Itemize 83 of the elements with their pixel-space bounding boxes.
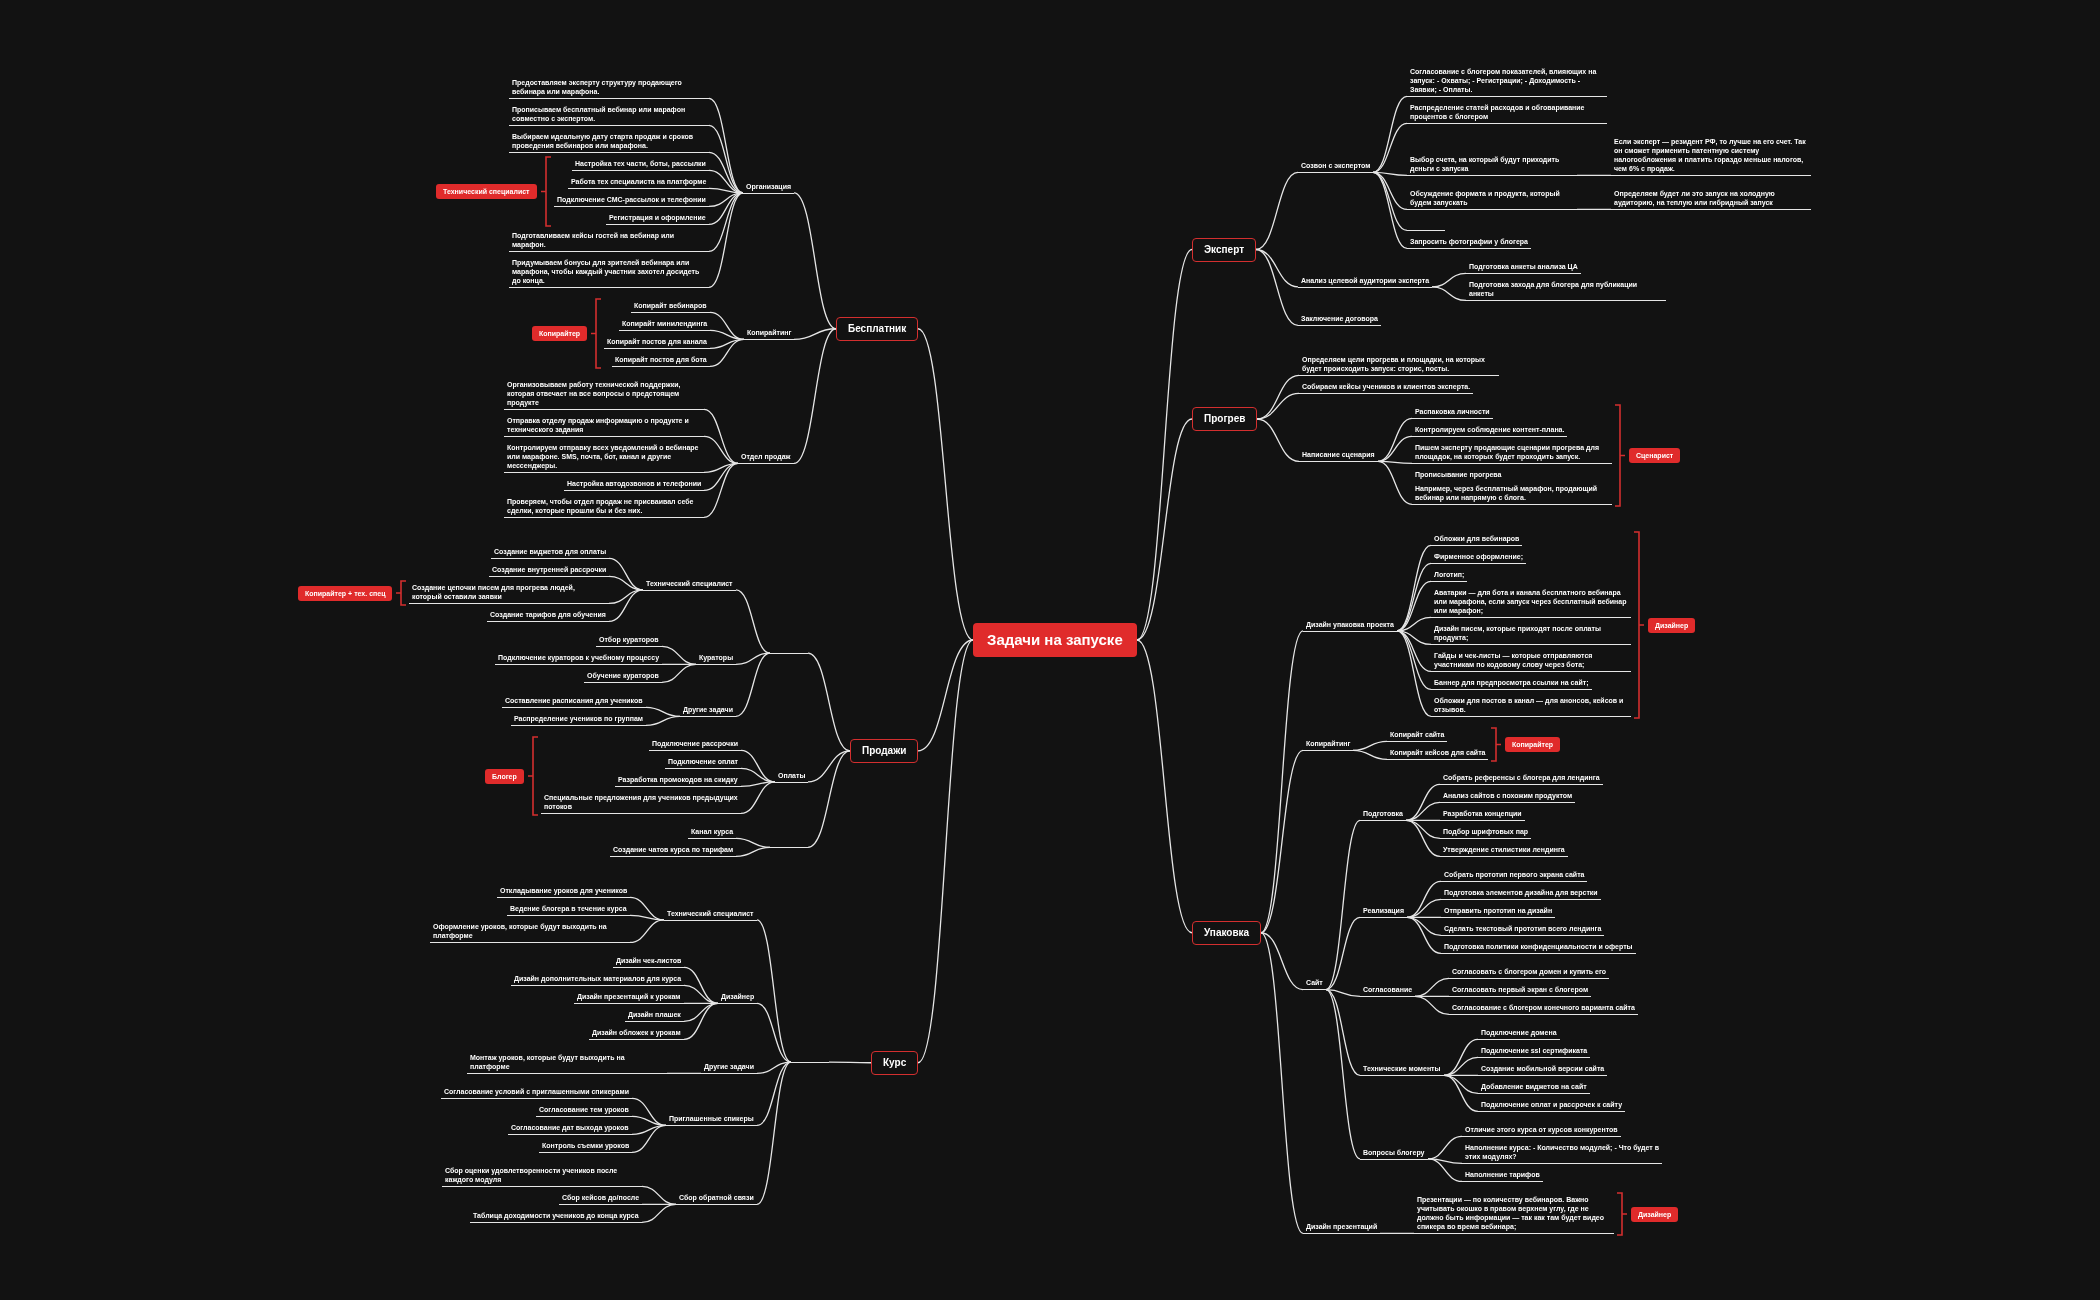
connector <box>1325 916 1361 991</box>
branch-topic: Прогрев <box>1192 407 1258 431</box>
connector <box>608 589 644 605</box>
connector <box>917 328 974 641</box>
connector <box>1260 932 1304 991</box>
central-topic: Задачи на запуске <box>973 623 1137 657</box>
connector <box>828 1061 872 1064</box>
connector <box>756 1002 792 1063</box>
connector <box>1377 417 1413 463</box>
connector <box>1405 801 1441 822</box>
connector <box>740 781 776 788</box>
connector <box>1406 916 1442 955</box>
connector <box>1325 989 1361 998</box>
connector <box>735 846 771 858</box>
connector <box>756 1061 792 1206</box>
branch-topic: Курс <box>871 1050 919 1075</box>
connector <box>641 1185 677 1206</box>
connector <box>807 750 851 849</box>
connector <box>1256 418 1300 463</box>
connector <box>1255 248 1299 327</box>
connector <box>1414 977 1450 998</box>
connector <box>703 462 739 519</box>
connector <box>1414 995 1450 1016</box>
connector <box>1443 1056 1479 1077</box>
connector <box>645 715 681 727</box>
connector <box>661 663 697 684</box>
connector <box>703 408 739 465</box>
connector <box>793 192 837 330</box>
connector <box>703 435 739 465</box>
subtopic-item <box>1412 469 1612 505</box>
connector <box>683 984 719 1005</box>
connector <box>735 589 771 654</box>
connector <box>661 645 697 666</box>
connector <box>1576 208 1612 211</box>
connector <box>1372 122 1408 174</box>
connector <box>631 1097 667 1127</box>
connector <box>1396 630 1432 718</box>
connector <box>1256 392 1300 420</box>
connector <box>709 311 745 341</box>
branch-topic: Продажи <box>850 738 919 763</box>
connector <box>629 919 665 944</box>
connector <box>641 1203 677 1224</box>
connector <box>631 1124 667 1154</box>
connector <box>708 192 744 208</box>
connector <box>666 1072 702 1075</box>
connector <box>1396 544 1432 632</box>
connector <box>1325 989 1361 1160</box>
connector <box>793 328 837 465</box>
connector <box>807 652 851 752</box>
connector <box>793 328 837 341</box>
connector <box>917 639 974 1064</box>
connector <box>1325 819 1361 991</box>
connector <box>1396 630 1432 673</box>
branch-topic: Бесплатник <box>836 316 919 341</box>
connector <box>1136 639 1193 934</box>
branch-topic: Упаковка <box>1192 920 1262 945</box>
connector <box>1405 819 1441 858</box>
connector <box>1377 460 1413 506</box>
connector <box>740 781 776 815</box>
connector <box>1372 171 1408 250</box>
connector <box>708 97 744 194</box>
connector <box>1406 898 1442 919</box>
connector <box>1260 749 1304 934</box>
connector <box>708 192 744 289</box>
connector <box>1379 1232 1415 1235</box>
connector <box>1136 418 1193 641</box>
connector <box>1352 749 1388 761</box>
connector <box>709 338 745 368</box>
connector <box>1136 248 1193 641</box>
connector <box>807 750 851 783</box>
connector <box>1576 174 1612 177</box>
connector <box>1427 1158 1463 1183</box>
connector <box>756 1061 792 1127</box>
connector <box>683 1002 719 1041</box>
connector <box>1255 171 1299 251</box>
connector <box>1443 1074 1479 1113</box>
connector <box>1260 630 1304 934</box>
branch-topic: Эксперт <box>1192 237 1257 262</box>
connector <box>608 589 644 623</box>
connector <box>1431 286 1467 302</box>
connector <box>735 652 771 718</box>
connector <box>756 919 792 1063</box>
connector <box>1260 932 1304 1235</box>
